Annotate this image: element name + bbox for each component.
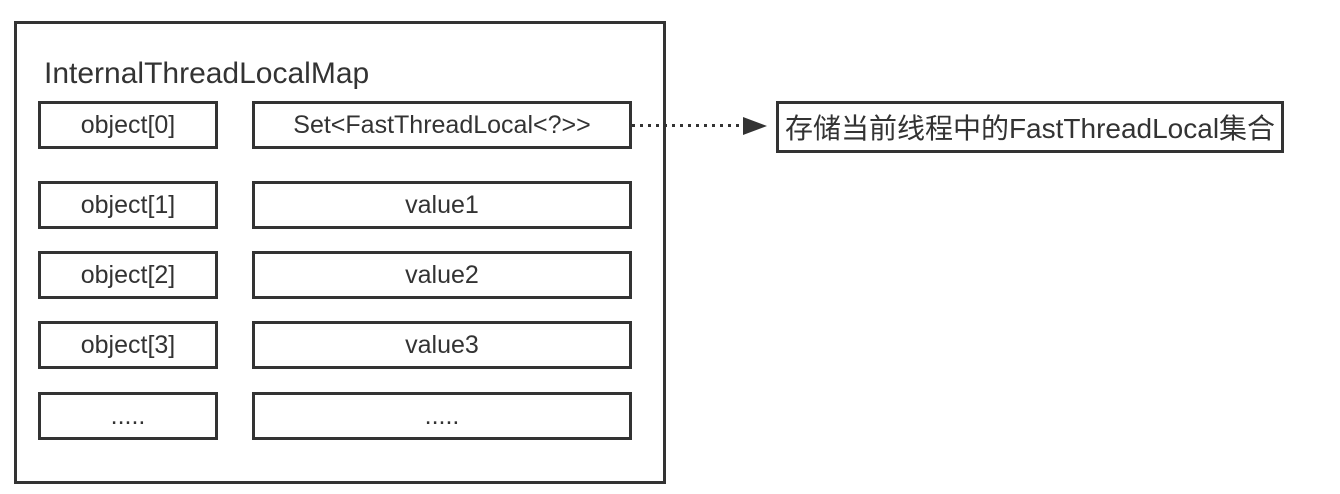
annotation-text: 存储当前线程中的FastThreadLocal集合: [784, 113, 1276, 144]
annotation-box: 存储当前线程中的FastThreadLocal集合: [776, 101, 1284, 153]
value-box-1: value1: [252, 181, 632, 229]
map-row-1: object[1] value1: [38, 181, 632, 229]
value-box-2: value2: [252, 251, 632, 299]
map-row-0: object[0] Set<FastThreadLocal<?>>: [38, 101, 632, 149]
map-row-2: object[2] value2: [38, 251, 632, 299]
slot-box-2: object[2]: [38, 251, 218, 299]
slot-box-0: object[0]: [38, 101, 218, 149]
slot-box-1: object[1]: [38, 181, 218, 229]
value-box-0: Set<FastThreadLocal<?>>: [252, 101, 632, 149]
value-box-ellipsis: .....: [252, 392, 632, 440]
diagram-title: InternalThreadLocalMap: [44, 57, 370, 90]
arrow-head-icon: [743, 117, 767, 135]
value-box-3: value3: [252, 321, 632, 369]
map-row-3: object[3] value3: [38, 321, 632, 369]
slot-box-ellipsis: .....: [38, 392, 218, 440]
dotted-connector-line: [632, 124, 745, 127]
slot-box-3: object[3]: [38, 321, 218, 369]
map-row-ellipsis: ..... .....: [38, 392, 632, 440]
